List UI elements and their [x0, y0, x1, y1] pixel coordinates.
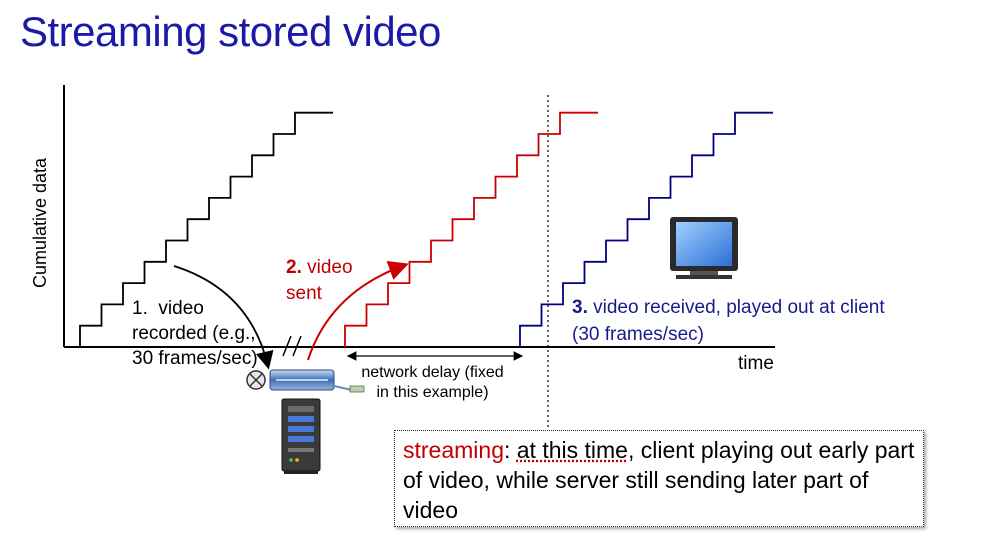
monitor-icon [670, 217, 738, 279]
y-axis-label: Cumulative data [30, 157, 50, 288]
axis-break-mark [282, 335, 292, 357]
received-step-number: 3. [572, 297, 588, 318]
sent-label: 2. video sent [286, 255, 386, 307]
x-axis-label: time [738, 353, 774, 374]
streaming-note: streaming: at this time, client playing … [394, 430, 924, 527]
network-router-icon [269, 369, 365, 393]
camera-icon [246, 370, 266, 390]
received-text: video received, played out at client [593, 297, 885, 318]
sent-staircase [344, 111, 598, 347]
slide-title: Streaming stored video [20, 8, 441, 55]
received-label: 3. video received, played out at client (… [572, 294, 952, 348]
sent-arrow [307, 261, 409, 361]
server-icon [281, 398, 321, 474]
sent-step-number: 2. [286, 257, 302, 278]
sent-text: video sent [286, 257, 353, 304]
note-colon: : [503, 437, 511, 463]
recorded-staircase [79, 111, 333, 347]
recorded-label: 1. video recorded (e.g., 30 frames/sec) [132, 296, 262, 371]
note-highlight: at this time [516, 437, 628, 463]
recorded-text: video recorded (e.g., 30 frames/sec) [132, 298, 258, 369]
received-rate: (30 frames/sec) [572, 324, 704, 345]
network-delay-label: network delay (fixed in this example) [361, 364, 504, 401]
recorded-arrow [173, 265, 274, 370]
recorded-step-number: 1. [132, 298, 148, 319]
streaming-keyword: streaming [403, 437, 504, 463]
axis-break-mark [292, 335, 302, 357]
note-text: , client playing out early part of video… [403, 437, 915, 523]
received-staircase [519, 111, 773, 347]
